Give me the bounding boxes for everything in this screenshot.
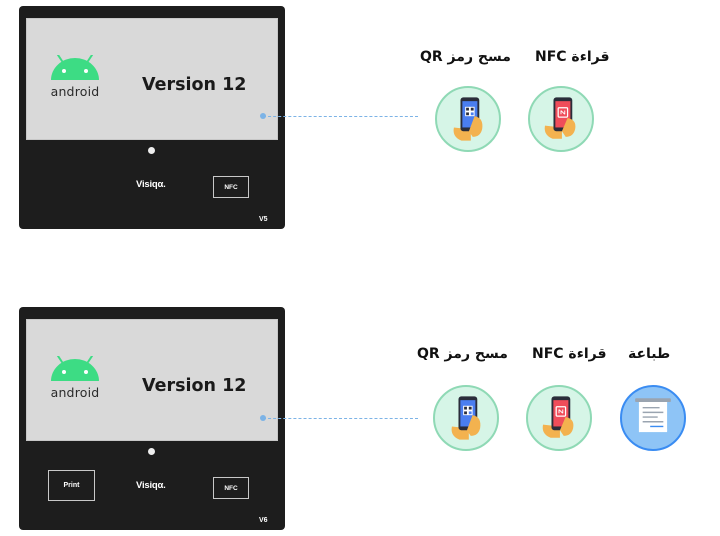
feature-label-qr: مسح رمز QR <box>420 49 511 65</box>
connector-line <box>263 418 418 419</box>
nfc-phone-icon <box>542 395 575 439</box>
camera-dot <box>148 147 155 154</box>
feature-label-print: طباعة <box>628 346 671 362</box>
print-button[interactable]: Print <box>48 470 95 501</box>
camera-dot <box>148 448 155 455</box>
android-wordmark: android <box>50 385 100 400</box>
device-screen: android Version 12 <box>26 319 278 441</box>
nfc-button[interactable]: NFC <box>213 176 249 198</box>
model-label: V6 <box>259 517 268 524</box>
device-screen: android Version 12 <box>26 18 278 140</box>
connector-dot <box>260 415 266 421</box>
android-logo: android <box>47 55 103 99</box>
android-icon <box>50 55 100 81</box>
feature-qr <box>435 86 501 152</box>
feature-print <box>620 385 686 451</box>
qr-phone-icon <box>451 396 481 440</box>
nfc-button[interactable]: NFC <box>213 477 249 499</box>
android-icon <box>50 356 100 382</box>
qr-phone-icon <box>453 97 483 141</box>
device-v6: android Version 12 Print Visiqα. NFC V6 <box>19 307 285 530</box>
model-label: V5 <box>259 216 268 223</box>
feature-label-qr: مسح رمز QR <box>417 346 508 362</box>
nfc-phone-icon <box>544 96 577 140</box>
brand-logo: Visiqα. <box>136 179 166 190</box>
brand-logo: Visiqα. <box>136 480 166 491</box>
version-label: Version 12 <box>142 75 247 95</box>
android-logo: android <box>47 356 103 400</box>
feature-nfc <box>528 86 594 152</box>
android-wordmark: android <box>50 84 100 99</box>
connector-line <box>263 116 418 117</box>
feature-nfc <box>526 385 592 451</box>
feature-qr <box>433 385 499 451</box>
connector-dot <box>260 113 266 119</box>
feature-label-nfc: قراءة NFC <box>532 346 607 362</box>
version-label: Version 12 <box>142 376 247 396</box>
feature-label-nfc: قراءة NFC <box>535 49 610 65</box>
receipt-icon <box>634 397 672 433</box>
device-v5: android Version 12 Visiqα. NFC V5 <box>19 6 285 229</box>
